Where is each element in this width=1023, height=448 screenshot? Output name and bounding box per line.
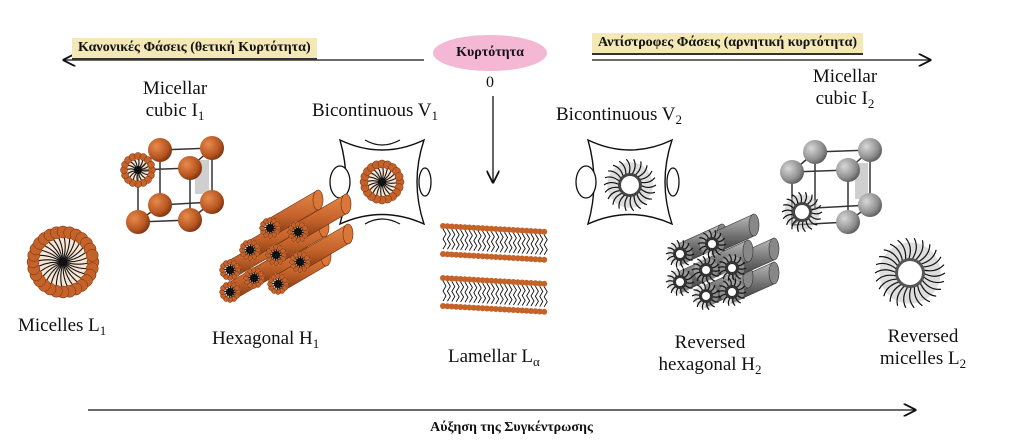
label-reversed-hexagonal-h2: Reversed hexagonal H2 [658, 332, 762, 377]
label-bicontinuous-v1: Bicontinuous V1 [312, 100, 438, 123]
normal-phases-header: Κανονικές Φάσεις (θετική Κυρτότητα) [72, 38, 317, 60]
label-micellar-cubic-i1: Micellar cubic I1 [142, 78, 208, 123]
curvature-oval: Κυρτότητα [433, 35, 547, 71]
reversed-micelle-l2-graphic [874, 237, 946, 309]
micelle-l1-graphic [26, 225, 100, 299]
label-micellar-cubic-i2: Micellar cubic I2 [812, 66, 878, 111]
label-reversed-micelles-l2: Reversed micelles L2 [879, 326, 967, 371]
hexagonal-h1-graphic [219, 189, 354, 303]
label-micelles-l1: Micelles L1 [18, 315, 107, 338]
bicontinuous-v2-graphic [575, 138, 680, 226]
label-hexagonal-h1: Hexagonal H1 [212, 328, 320, 351]
label-lamellar: Lamellar Lα [448, 346, 540, 369]
lamellar-graphic [440, 223, 548, 315]
micellar-cubic-i2-graphic [780, 138, 882, 234]
bicontinuous-v1-graphic [329, 138, 432, 226]
concentration-increase-label: Αύξηση της Συγκέντρωσης [430, 420, 593, 435]
zero-curvature-label: 0 [486, 74, 494, 91]
reversed-phases-header: Αντίστροφες Φάσεις (αρνητική κυρτότητα) [592, 33, 864, 55]
reversed-hexagonal-h2-graphic [665, 213, 780, 311]
micellar-cubic-i1-graphic [120, 136, 224, 234]
label-bicontinuous-v2: Bicontinuous V2 [556, 104, 682, 127]
